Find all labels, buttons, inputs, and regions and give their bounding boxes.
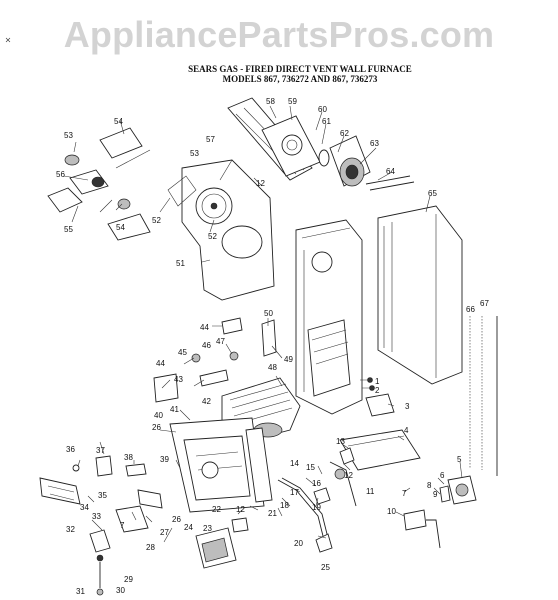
part-number: 14 [290, 459, 299, 468]
part-number: 38 [124, 453, 133, 462]
part-number: 26 [172, 515, 181, 524]
part-number: 67 [480, 299, 489, 308]
part-number: 45 [178, 348, 187, 357]
part-number: 18 [280, 501, 289, 510]
part-number: 7 [120, 521, 125, 530]
part-number: 40 [154, 411, 163, 420]
part-number: 20 [294, 539, 303, 548]
part-number: 33 [92, 512, 101, 521]
part-number: 12 [256, 179, 265, 188]
part-number: 34 [80, 503, 89, 512]
part-number: 2 [375, 386, 380, 395]
title-line-1: SEARS GAS - FIRED DIRECT VENT WALL FURNA… [188, 64, 412, 74]
part-number: 16 [312, 479, 321, 488]
part-number: 42 [202, 397, 211, 406]
leader-lines [63, 105, 463, 543]
part-number: 32 [66, 525, 75, 534]
part-number: 23 [203, 524, 212, 533]
part-number: 9 [433, 490, 438, 499]
part-number: 7 [402, 489, 407, 498]
part-number: 27 [160, 528, 169, 537]
part-number: 41 [170, 405, 179, 414]
part-number: 53 [64, 131, 73, 140]
gas-valve [195, 461, 357, 569]
motor-parts [47, 127, 151, 241]
part-number: 57 [206, 135, 215, 144]
part-labels: 1 2 3 4 5 6 7 7 8 9 10 11 12 12 12 13 14… [56, 97, 489, 596]
part-number: 65 [428, 189, 437, 198]
front-panel [169, 417, 273, 513]
part-number: 4 [404, 426, 409, 435]
part-number: 11 [366, 487, 375, 496]
part-number: 36 [66, 445, 75, 454]
part-number: 8 [427, 481, 432, 490]
part-number: 44 [156, 359, 165, 368]
part-number: 19 [312, 503, 321, 512]
part-number: 21 [268, 509, 277, 518]
support-rods [469, 316, 498, 476]
part-number: 64 [386, 167, 395, 176]
diagram-title: SEARS GAS - FIRED DIRECT VENT WALL FURNA… [150, 64, 450, 84]
part-number: 35 [98, 491, 107, 500]
part-number: 63 [370, 139, 379, 148]
part-number: 56 [56, 170, 65, 179]
part-number: 51 [176, 259, 185, 268]
part-number: 44 [200, 323, 209, 332]
part-number: 5 [457, 455, 462, 464]
cabinet-panels [295, 205, 463, 415]
part-number: 43 [174, 375, 183, 384]
part-number: 28 [146, 543, 155, 552]
part-number: 3 [405, 402, 410, 411]
part-number: 26 [152, 423, 161, 432]
part-number: 30 [116, 586, 125, 595]
part-number: 52 [152, 216, 161, 225]
part-number: 55 [64, 225, 73, 234]
part-number: 47 [216, 337, 225, 346]
watermark: AppliancePartsPros.com [63, 14, 495, 55]
part-number: 22 [212, 505, 221, 514]
part-number: 31 [76, 587, 85, 596]
part-number: 52 [208, 232, 217, 241]
part-number: 15 [306, 463, 315, 472]
part-number: 1 [375, 377, 380, 386]
part-number: 6 [440, 471, 445, 480]
part-number: 50 [264, 309, 273, 318]
blower-housing [167, 159, 275, 301]
part-number: 12 [236, 505, 245, 514]
part-number: 25 [321, 563, 330, 572]
part-number: 37 [96, 446, 105, 455]
part-number: 46 [202, 341, 211, 350]
part-number: 39 [160, 455, 169, 464]
part-number: 59 [288, 97, 297, 106]
part-number: 12 [344, 471, 353, 480]
vent-pipe-assembly [227, 97, 415, 191]
part-number: 10 [387, 507, 396, 516]
controls [339, 377, 477, 549]
part-number: 58 [266, 97, 275, 106]
part-number: 62 [340, 129, 349, 138]
bottom-left-parts [39, 455, 163, 596]
part-number: 54 [114, 117, 123, 126]
part-number: 60 [318, 105, 327, 114]
part-number: 17 [290, 488, 299, 497]
part-number: 54 [116, 223, 125, 232]
part-number: 29 [124, 575, 133, 584]
part-number: 61 [322, 117, 331, 126]
part-number: 49 [284, 355, 293, 364]
part-number: 48 [268, 363, 277, 372]
title-line-2: MODELS 867, 736272 AND 867, 736273 [222, 74, 378, 84]
part-number: 13 [336, 437, 345, 446]
part-number: 66 [466, 305, 475, 314]
part-number: 24 [184, 523, 193, 532]
part-number: 53 [190, 149, 199, 158]
